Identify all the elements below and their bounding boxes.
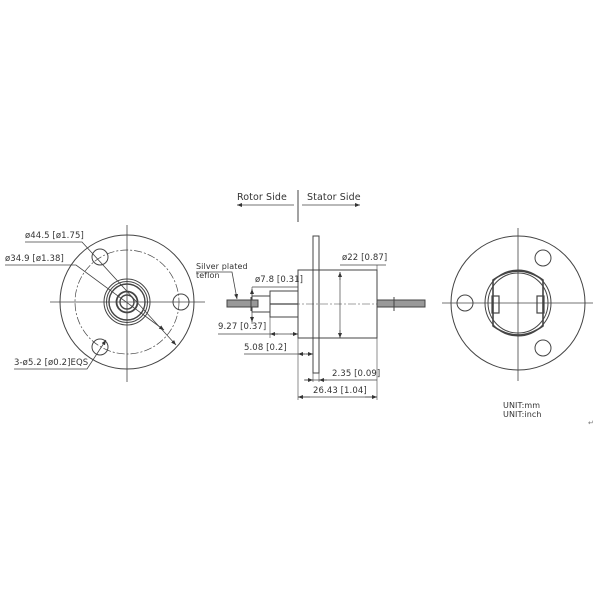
rear-body-outer-circle <box>484 269 552 337</box>
dim-shaft-diameter: ø7.8 [0.31] <box>255 275 304 285</box>
mount-hole-3 <box>91 338 109 356</box>
dim-mount-holes: 3-ø5.2 [ø0.2]EQS <box>14 358 89 368</box>
leader-holes <box>14 339 107 370</box>
dim-flange-thickness: 2.35 [0.09] <box>332 369 381 379</box>
rear-flange-outer-circle <box>450 235 586 371</box>
rear-view <box>442 228 593 381</box>
rotor-side-label: Rotor Side <box>237 192 287 203</box>
rear-slot-left <box>491 295 500 314</box>
unit-inch: UNIT:inch <box>503 410 542 419</box>
rear-body-inner-circle <box>487 272 549 334</box>
unit-mm: UNIT:mm <box>503 401 541 410</box>
dim-body-diameter: ø22 [0.87] <box>342 253 388 263</box>
rear-mount-hole-3 <box>534 339 552 357</box>
dim-bolt-circle-diameter: ø34.9 [ø1.38] <box>5 254 64 264</box>
shaft-ring-inner <box>119 294 135 310</box>
wire-note-line1: Silver plated <box>196 262 248 271</box>
flange-outer-circle <box>59 234 195 370</box>
mount-hole-2 <box>172 293 190 311</box>
stator-side-label: Stator Side <box>307 192 361 203</box>
wire-note-line2: teflon <box>196 271 220 280</box>
front-view <box>5 225 205 382</box>
leader-outer-diameter <box>25 241 177 346</box>
dim-rotor-length: 9.27 [0.37] <box>218 322 267 332</box>
flange-plate <box>312 235 320 374</box>
leader-wire-note <box>196 271 239 300</box>
rear-cap-outline <box>492 270 544 336</box>
rear-mount-hole-2 <box>456 294 474 312</box>
dim-total-length: 26.43 [1.04] <box>313 386 367 396</box>
hub-ring-2 <box>106 281 148 323</box>
mount-hole-1 <box>91 248 109 266</box>
corner-mark: ↵ <box>588 419 594 427</box>
stator-wire-bundle <box>376 299 426 308</box>
rear-mount-hole-1 <box>534 249 552 267</box>
dim-flange-offset: 5.08 [0.2] <box>244 343 287 353</box>
rotor-wire-bundle <box>226 299 259 308</box>
side-view <box>196 190 426 400</box>
rear-slot-right <box>536 295 545 314</box>
bolt-circle <box>74 249 180 355</box>
dim-outer-diameter: ø44.5 [ø1.75] <box>25 231 84 241</box>
leader-bolt-diameter <box>5 264 165 331</box>
hub-ring-1 <box>103 278 151 326</box>
hub-ring-3 <box>108 283 146 321</box>
